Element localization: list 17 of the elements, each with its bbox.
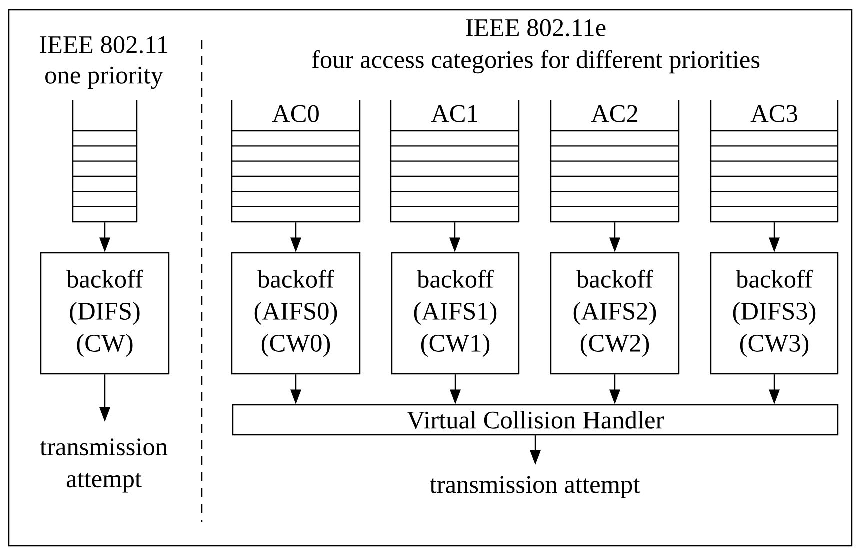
process-box: backoff (DIFS) (CW) <box>40 252 170 375</box>
queue-drawing: AC2 <box>550 100 680 223</box>
queue-drawing <box>72 100 138 223</box>
heading-text: four access categories for different priorities <box>312 50 760 74</box>
process-box: backoff (AIFS1) (CW1) <box>391 252 520 375</box>
process-box: backoff (DIFS3) (CW3) <box>710 252 839 375</box>
process-box: backoff (AIFS0) (CW0) <box>231 252 361 375</box>
handler-bar: Virtual Collision Handler <box>232 404 839 436</box>
queue-drawing: AC1 <box>390 100 520 223</box>
output-text: transmission attempt <box>40 438 168 493</box>
queue-drawing: AC3 <box>710 100 839 223</box>
queue-drawing: AC0 <box>231 100 361 223</box>
output-text: transmission attempt <box>430 476 640 498</box>
heading-text: IEEE 802.11e <box>466 19 606 37</box>
process-box: backoff (AIFS2) (CW2) <box>550 252 680 375</box>
heading-text: one priority <box>46 66 164 90</box>
heading-text: IEEE 802.11 <box>40 36 168 54</box>
